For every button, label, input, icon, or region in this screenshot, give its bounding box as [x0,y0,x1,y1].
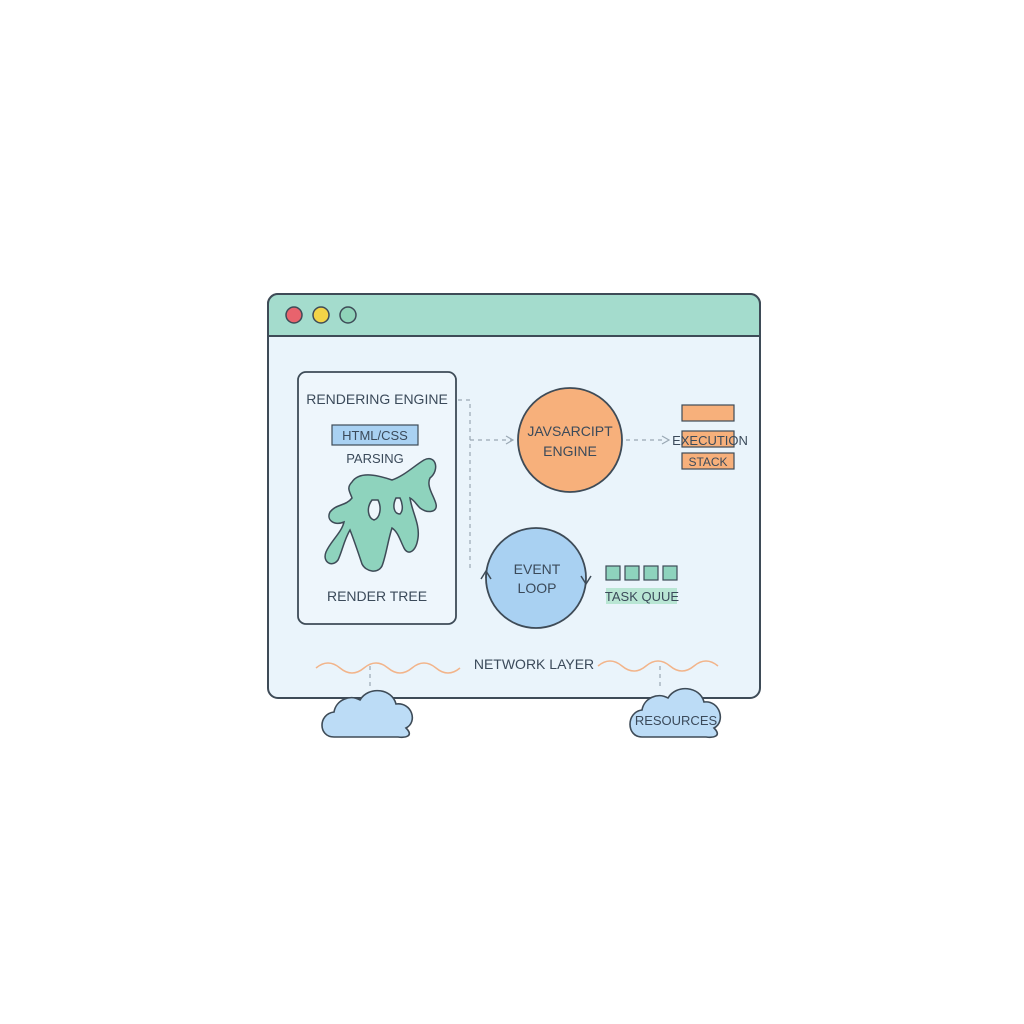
execution-label: EXECUTION [672,433,748,448]
rendering-engine-panel: RENDERING ENGINE HTML/CSS PARSING RENDER… [297,371,457,625]
cloud-icon [321,689,414,739]
stack-block [681,404,735,422]
network-layer: NETWORK LAYER [315,656,719,674]
html-css-tag: HTML/CSS [342,428,408,443]
network-wave-right [597,660,719,672]
connectors [369,399,662,690]
event-loop-circle [485,527,587,629]
vertical-connector [458,399,471,570]
network-layer-label: NETWORK LAYER [474,656,594,672]
arrowhead-to-stack [661,435,671,445]
window-titlebar [267,293,761,337]
cycle-arrow-up-icon [480,569,492,580]
resources-cloud-icon [629,687,722,739]
task-queue-slot [605,565,621,581]
js-engine-line1: JAVSARCIPT [527,423,613,439]
execution-stack: EXECUTION STACK [672,404,748,470]
stack-block [681,452,735,470]
render-tree-blob-icon [324,457,437,572]
parsing-label: PARSING [346,451,404,466]
task-queue-label: TASK QUUE [605,589,679,604]
js-engine-circle [517,387,623,493]
task-queue-slot [662,565,678,581]
stack-label: STACK [688,455,727,469]
render-tree-label: RENDER TREE [327,588,427,604]
network-wave-left [315,662,461,674]
task-queue-label-bg [606,588,677,604]
rendering-engine-title: RENDERING ENGINE [306,391,448,407]
event-loop-line2: LOOP [518,580,557,596]
resources-cloud: RESOURCES [629,687,722,739]
minimize-dot-icon[interactable] [312,306,330,324]
close-dot-icon[interactable] [285,306,303,324]
js-engine: JAVSARCIPT ENGINE [517,387,623,493]
stack-block [681,430,735,448]
task-queue-slot [624,565,640,581]
maximize-dot-icon[interactable] [339,306,357,324]
html-css-tag-box [331,424,419,446]
arrowhead-to-js [505,435,515,445]
task-queue: TASK QUUE [605,565,679,604]
event-loop: EVENT LOOP [480,527,592,629]
task-queue-slot [643,565,659,581]
cycle-arrow-down-icon [580,575,592,586]
resources-label: RESOURCES [635,713,718,728]
event-loop-line1: EVENT [514,561,561,577]
js-engine-line2: ENGINE [543,443,597,459]
